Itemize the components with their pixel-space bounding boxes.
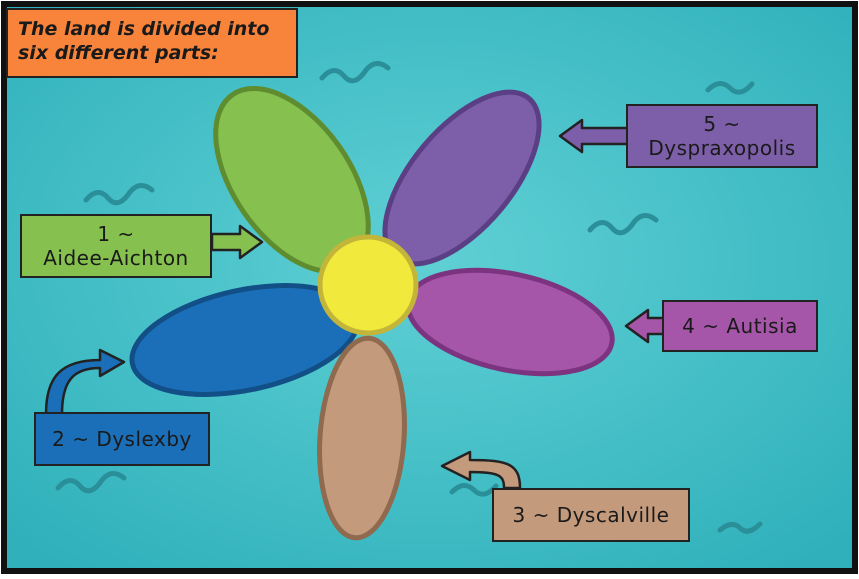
region-name: 2 ~ Dyslexby [52,427,192,451]
region-label-dyslexby: 2 ~ Dyslexby [34,412,210,466]
region-number: 5 ~ [703,112,741,136]
caption-line: six different parts: [18,41,219,64]
caption-line: The land is divided into [18,18,270,40]
arrow-icon [210,224,264,260]
wave-marks [55,61,763,534]
arrow-icon [558,118,630,154]
caption-box: The land is divided into six different p… [6,8,298,78]
wave-mark [55,471,127,494]
region-number: 1 ~ [97,222,135,246]
wave-mark [83,183,155,206]
arrow-icon [440,450,522,490]
region-label-aidee-aichton: 1 ~ Aidee-Aichton [20,214,212,278]
region-name: 4 ~ Autisia [682,314,798,338]
wave-mark [587,213,659,236]
arrow-icon [624,308,666,344]
region-label-dyscalville: 3 ~ Dyscalville [492,488,690,542]
region-name: Aidee-Aichton [43,246,189,270]
arrow-icon [44,348,126,416]
wave-mark [319,61,391,84]
petal-dyscalville [317,335,407,541]
wave-mark [717,521,763,534]
region-label-autisia: 4 ~ Autisia [662,300,818,352]
region-label-dyspraxopolis: 5 ~ Dyspraxopolis [626,104,818,168]
wave-mark [449,483,499,497]
flower-map [129,86,615,541]
region-name: 3 ~ Dyscalville [512,503,670,527]
wave-mark [705,81,755,95]
flower-center [317,234,419,336]
region-name: Dyspraxopolis [648,136,796,160]
